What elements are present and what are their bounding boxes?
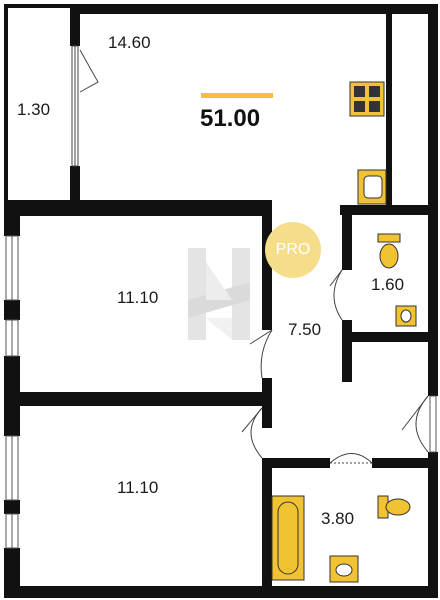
window-left-4 — [5, 513, 19, 549]
walls — [4, 4, 438, 598]
door-bathroom — [329, 453, 373, 464]
window-right — [429, 395, 437, 453]
kitchen-sink-icon — [357, 169, 387, 205]
total-area-accent-bar — [201, 93, 273, 98]
pro-badge-label: PRO — [275, 241, 311, 258]
bathroom-toilet-icon — [377, 495, 411, 519]
door-toilet — [329, 269, 343, 321]
door-bedroom-2 — [241, 407, 263, 459]
pro-badge: PRO — [265, 222, 321, 278]
toilet-icon — [377, 233, 401, 269]
balcony-door — [71, 45, 99, 167]
room-kitchen-area: 14.60 — [108, 33, 151, 52]
watermark-logo — [188, 248, 250, 340]
room-bedroom-2-area: 11.10 — [117, 478, 159, 497]
bathroom-sink-icon — [329, 555, 359, 583]
window-left-3 — [5, 435, 19, 501]
stove-icon — [349, 81, 385, 117]
window-left-1 — [5, 235, 19, 301]
room-bathroom-area: 3.80 — [321, 509, 355, 528]
room-hallway-area: 7.50 — [288, 320, 322, 339]
toilet-sink-icon — [395, 305, 417, 327]
door-bedroom-1 — [249, 329, 273, 379]
room-balcony-area: 1.30 — [17, 100, 51, 119]
window-left-2 — [5, 319, 19, 357]
bathtub-icon — [271, 495, 305, 581]
total-area-value: 51.00 — [200, 105, 261, 132]
room-toilet-area: 1.60 — [371, 275, 405, 294]
door-entrance — [401, 395, 429, 453]
room-bedroom-1-area: 11.10 — [117, 288, 159, 307]
